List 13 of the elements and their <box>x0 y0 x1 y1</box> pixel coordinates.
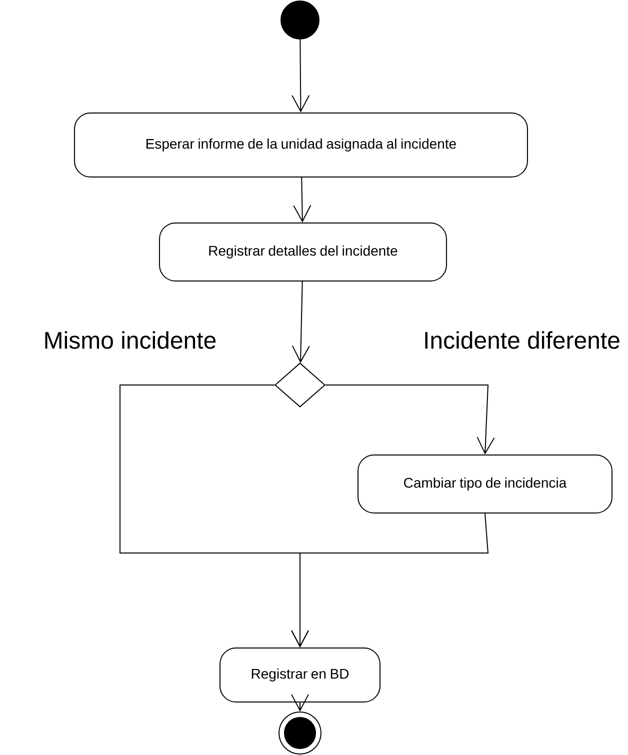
final-node <box>278 712 322 754</box>
guard-label: Mismo incidente <box>42 330 218 350</box>
arrow <box>291 513 489 648</box>
action-box: Cambiar tipo de incidencia <box>358 454 612 514</box>
action-box: Registrar en BD <box>220 648 380 702</box>
initial-node <box>280 0 320 40</box>
action-box: Registrar detalles del incidente <box>159 222 447 282</box>
arrow <box>325 384 495 454</box>
arrow <box>292 39 310 112</box>
arrow <box>293 177 312 222</box>
action-box: Esperar informe de la unidad asignada al incidente <box>74 112 528 178</box>
guard-label: Incidente diferente <box>422 330 622 350</box>
arrow <box>292 281 310 363</box>
